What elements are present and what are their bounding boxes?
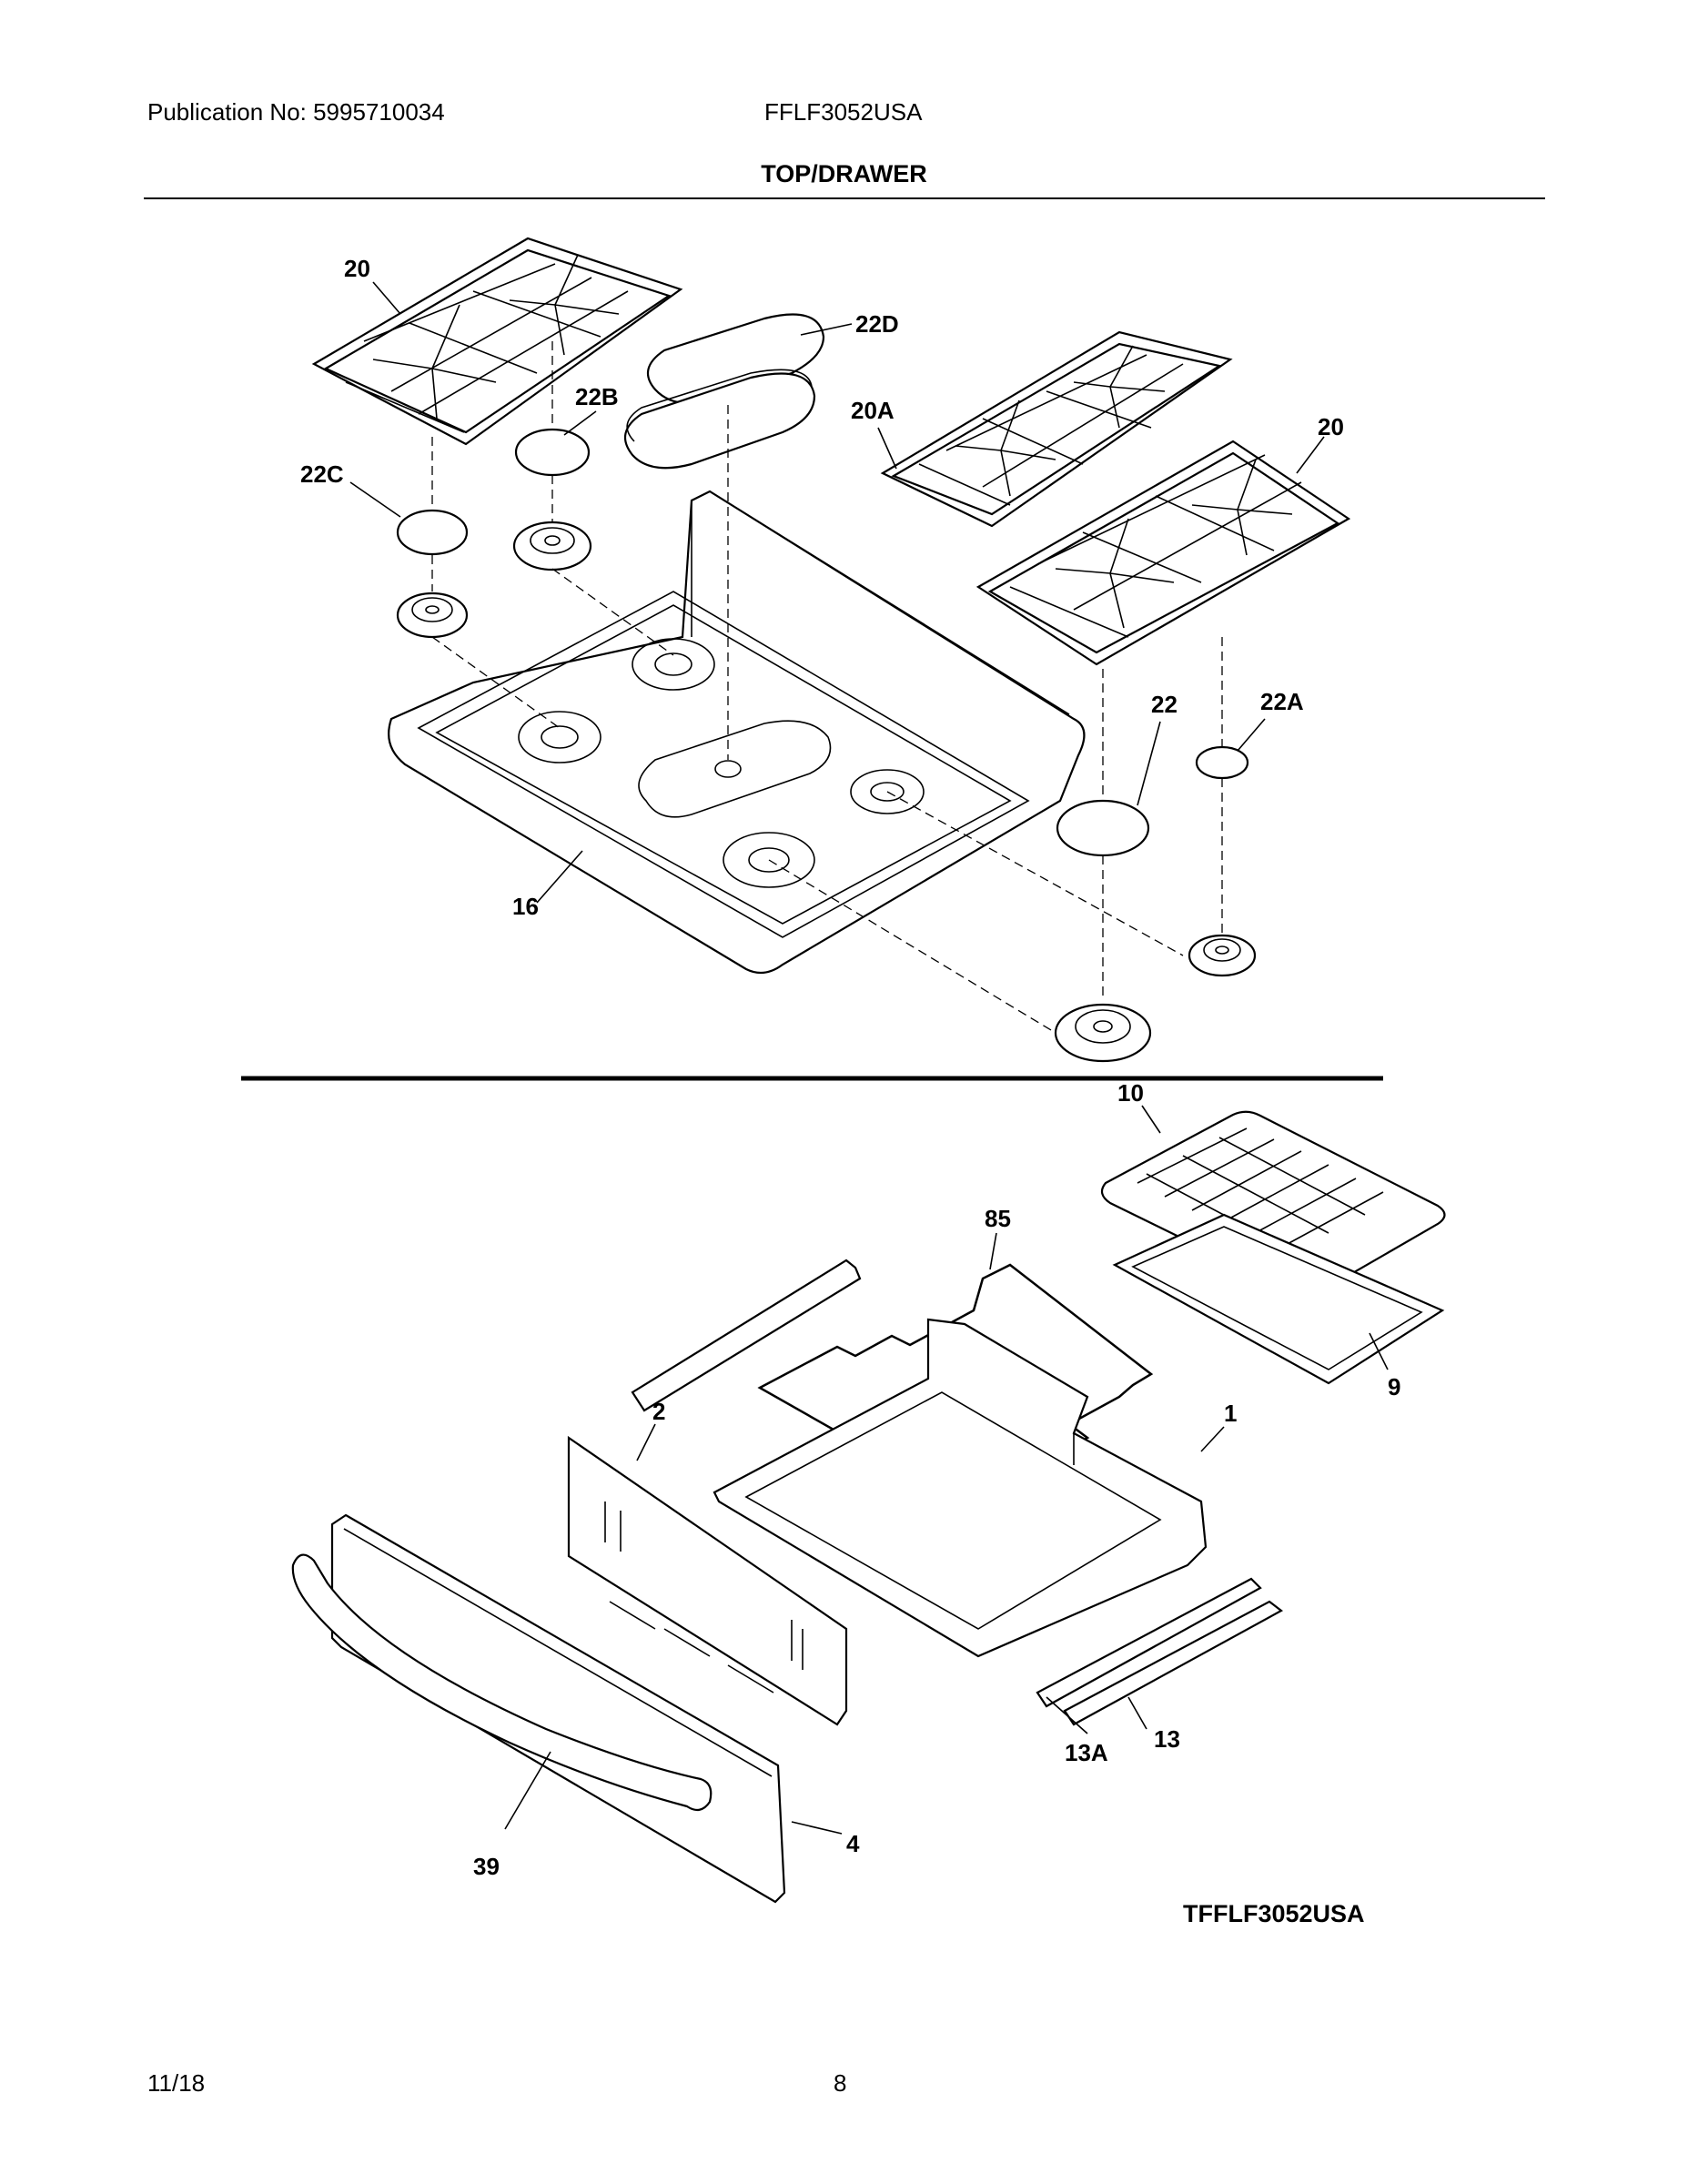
page-number: 8 — [834, 2069, 847, 2097]
broiler-pan — [1112, 1213, 1445, 1385]
callout-2: 2 — [652, 1398, 665, 1425]
alignment-lines — [431, 341, 1223, 1034]
callout-13a: 13A — [1065, 1739, 1108, 1766]
callout-22c: 22C — [300, 460, 344, 488]
burner-cap-22a — [1195, 745, 1249, 780]
callout-39: 39 — [473, 1853, 500, 1880]
callout-10: 10 — [1117, 1079, 1144, 1107]
drawer-handle — [291, 1553, 713, 1812]
burner-cap-22 — [1056, 799, 1150, 857]
cooktop-main-top — [388, 490, 1086, 975]
section-title: TOP/DRAWER — [761, 160, 927, 187]
header-divider — [144, 197, 1545, 199]
burner-head-left-rear — [512, 521, 592, 571]
drawer-slide-13 — [1063, 1600, 1284, 1726]
callout-22: 22 — [1151, 691, 1178, 718]
leader-lines — [349, 281, 1389, 1835]
callout-16: 16 — [512, 893, 539, 920]
drawer-front — [330, 1513, 786, 1904]
drawer-back-panel — [567, 1435, 848, 1726]
left-grate — [311, 237, 683, 446]
burner-head-left-front — [396, 592, 469, 639]
callout-13: 13 — [1154, 1725, 1180, 1753]
right-upper-grate — [880, 330, 1233, 528]
callout-20-left-grate: 20 — [344, 255, 370, 282]
callout-22a: 22A — [1260, 688, 1304, 715]
callout-9: 9 — [1388, 1373, 1400, 1400]
diagram-reference-code: TFFLF3052USA — [1183, 1900, 1365, 1927]
burner-head-right-rear — [1188, 934, 1257, 977]
footer-date: 11/18 — [147, 2069, 206, 2097]
callout-1: 1 — [1224, 1400, 1237, 1427]
broiler-grid — [1100, 1110, 1446, 1298]
right-lower-grate — [975, 440, 1351, 666]
burner-head-right-front — [1054, 1003, 1152, 1063]
callout-85: 85 — [985, 1205, 1011, 1232]
callout-20a: 20A — [851, 397, 895, 424]
callout-20-right-grate: 20 — [1318, 413, 1344, 440]
drawer-slide-13a — [1036, 1577, 1262, 1708]
burner-cap-22c — [396, 509, 469, 556]
callout-22d: 22D — [855, 310, 899, 338]
model-number: FFLF3052USA — [764, 98, 923, 126]
callout-4: 4 — [846, 1830, 860, 1857]
drawer-liner — [713, 1318, 1208, 1658]
drawer-slide-left — [631, 1259, 862, 1412]
burner-cap-22b — [514, 428, 591, 477]
callout-22b: 22B — [575, 383, 619, 410]
oval-burner-cap — [623, 313, 825, 470]
publication-number: Publication No: 5995710034 — [147, 98, 445, 126]
